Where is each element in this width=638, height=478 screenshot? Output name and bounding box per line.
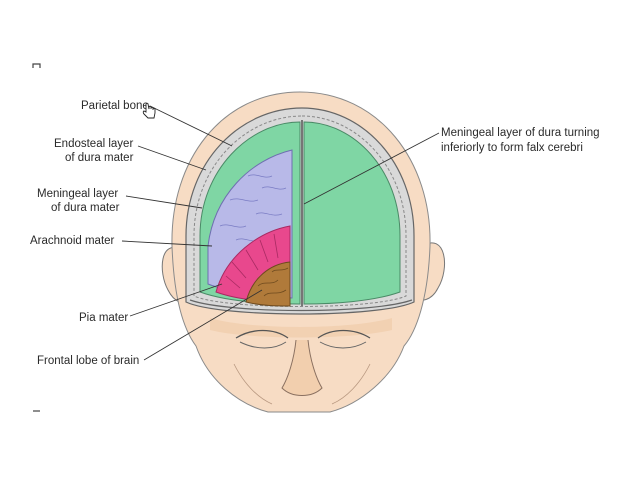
right-eye-lash [319,341,367,349]
left-eye-lash [239,341,287,349]
labels: Parietal bone Endosteal layer of dura ma… [30,100,600,367]
cheek-line-right [331,363,371,405]
skull-cutaway [185,107,415,315]
label-meningeal-line1: Meningeal layer [37,188,118,200]
gyri-texture [257,267,289,297]
leader-frontal-lobe [143,289,263,361]
right-dura-surface [303,121,401,305]
leader-endosteal [137,145,207,171]
right-eye [317,329,371,339]
leader-parietal-bone [149,105,233,147]
leader-falx [303,132,440,205]
cut-bottom-edge [189,299,413,312]
leader-pia [129,283,223,317]
hand-cursor-icon [142,102,156,119]
leader-arachnoid [121,240,213,247]
label-endosteal-line1: Endosteal layer [54,138,133,150]
frontal-lobe [245,261,291,307]
label-falx-line1: Meningeal layer of dura turning [441,127,600,139]
arachnoid-texture [219,174,287,242]
label-arachnoid: Arachnoid mater [30,235,115,247]
label-parietal-bone: Parietal bone [81,100,149,112]
endosteal-layer-line [193,115,407,307]
leader-meningeal [125,195,203,209]
nose [281,339,323,396]
left-eye [235,329,289,339]
pia-texture [225,233,279,289]
label-frontal-lobe: Frontal lobe of brain [37,355,139,367]
label-endosteal-line2: of dura mater [65,152,134,164]
cheek-line-left [233,363,273,405]
forehead-shading [210,318,392,338]
label-meningeal-line2: of dura mater [51,202,120,214]
corner-mark-top [32,63,41,68]
label-falx-line2: inferiorly to form falx cerebri [441,142,583,154]
label-pia: Pia mater [79,312,128,324]
